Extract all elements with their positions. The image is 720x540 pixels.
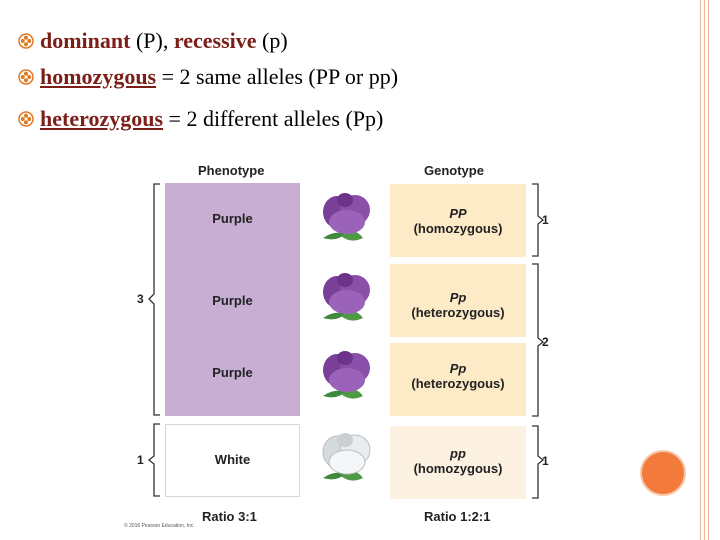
purple-flower-icon — [323, 273, 370, 321]
genotype-box-4 — [390, 426, 526, 499]
genotype-zygosity-2: (heterozygous) — [411, 305, 505, 320]
grouping-brackets — [147, 183, 545, 499]
term-homozygous: homozygous — [40, 64, 157, 89]
phenotype-count-1: 1 — [137, 453, 144, 467]
term-dominant: dominant — [40, 28, 131, 53]
bracket-phenotype-3 — [148, 183, 160, 416]
phenotype-label-1: Purple — [212, 211, 253, 226]
text-dominant-rest: (P), — [130, 28, 174, 53]
genotype-zygosity-1: (homozygous) — [413, 221, 503, 236]
bracket-phenotype-1 — [147, 423, 160, 497]
decor-circle — [640, 450, 686, 496]
term-heterozygous: heterozygous — [40, 106, 164, 131]
genotype-count-1b: 1 — [542, 454, 549, 468]
punnett-figure: Phenotype Genotype Purple Purple Purple … — [124, 158, 570, 530]
phenotype-header: Phenotype — [198, 163, 265, 178]
bullet-homozygous: homozygous = 2 same alleles (PP or pp) — [18, 62, 398, 92]
bullet-heterozygous: heterozygous = 2 different alleles (Pp) — [18, 104, 383, 134]
flower-bullet-icon — [18, 69, 34, 85]
decor-line-1 — [700, 0, 701, 540]
text-heterozygous-def: = 2 different alleles (Pp) — [163, 106, 384, 131]
phenotype-ratio: Ratio 3:1 — [202, 509, 257, 524]
genotype-box-1 — [390, 184, 526, 257]
bracket-genotype-1a — [532, 183, 545, 257]
genotype-count-1a: 1 — [542, 213, 549, 227]
genotype-alleles-3: Pp — [449, 361, 467, 376]
purple-flower-icon — [323, 351, 370, 399]
genotype-box-3 — [390, 343, 526, 416]
genotype-zygosity-3: (heterozygous) — [411, 376, 505, 391]
copyright-notice: © 2016 Pearson Education, Inc. — [124, 523, 195, 529]
phenotype-label-4: White — [214, 452, 251, 467]
white-phenotype-block — [165, 424, 300, 497]
phenotype-label-2: Purple — [212, 293, 253, 308]
bracket-genotype-2 — [532, 263, 545, 417]
genotype-text-2: Pp (heterozygous) — [390, 290, 526, 320]
text-recessive-rest: (p) — [256, 28, 288, 53]
text-homozygous-def: = 2 same alleles (PP or pp) — [156, 64, 399, 89]
genotype-text-3: Pp (heterozygous) — [390, 361, 526, 391]
bracket-genotype-1b — [532, 425, 545, 499]
purple-phenotype-block — [165, 183, 300, 416]
genotype-header: Genotype — [424, 163, 484, 178]
bullet-dominant-recessive: dominant (P), recessive (p) — [18, 26, 288, 56]
genotype-count-2: 2 — [542, 335, 549, 349]
phenotype-label-3: Purple — [212, 365, 253, 380]
flower-bullet-icon — [18, 111, 34, 127]
phenotype-count-3: 3 — [137, 292, 144, 306]
term-recessive: recessive — [173, 28, 257, 53]
decor-line-2 — [704, 0, 705, 540]
genotype-text-4: pp (homozygous) — [390, 446, 526, 476]
genotype-ratio: Ratio 1:2:1 — [424, 509, 491, 524]
genotype-alleles-4: pp — [450, 446, 466, 461]
genotype-box-2 — [390, 264, 526, 337]
genotype-alleles-2: Pp — [449, 290, 467, 305]
genotype-zygosity-4: (homozygous) — [413, 461, 503, 476]
purple-flower-icon — [323, 193, 370, 241]
flower-bullet-icon — [18, 33, 34, 49]
genotype-alleles-1: PP — [449, 206, 467, 221]
genotype-text-1: PP (homozygous) — [390, 206, 526, 236]
white-flower-icon — [322, 433, 371, 481]
decor-line-3 — [708, 0, 709, 540]
